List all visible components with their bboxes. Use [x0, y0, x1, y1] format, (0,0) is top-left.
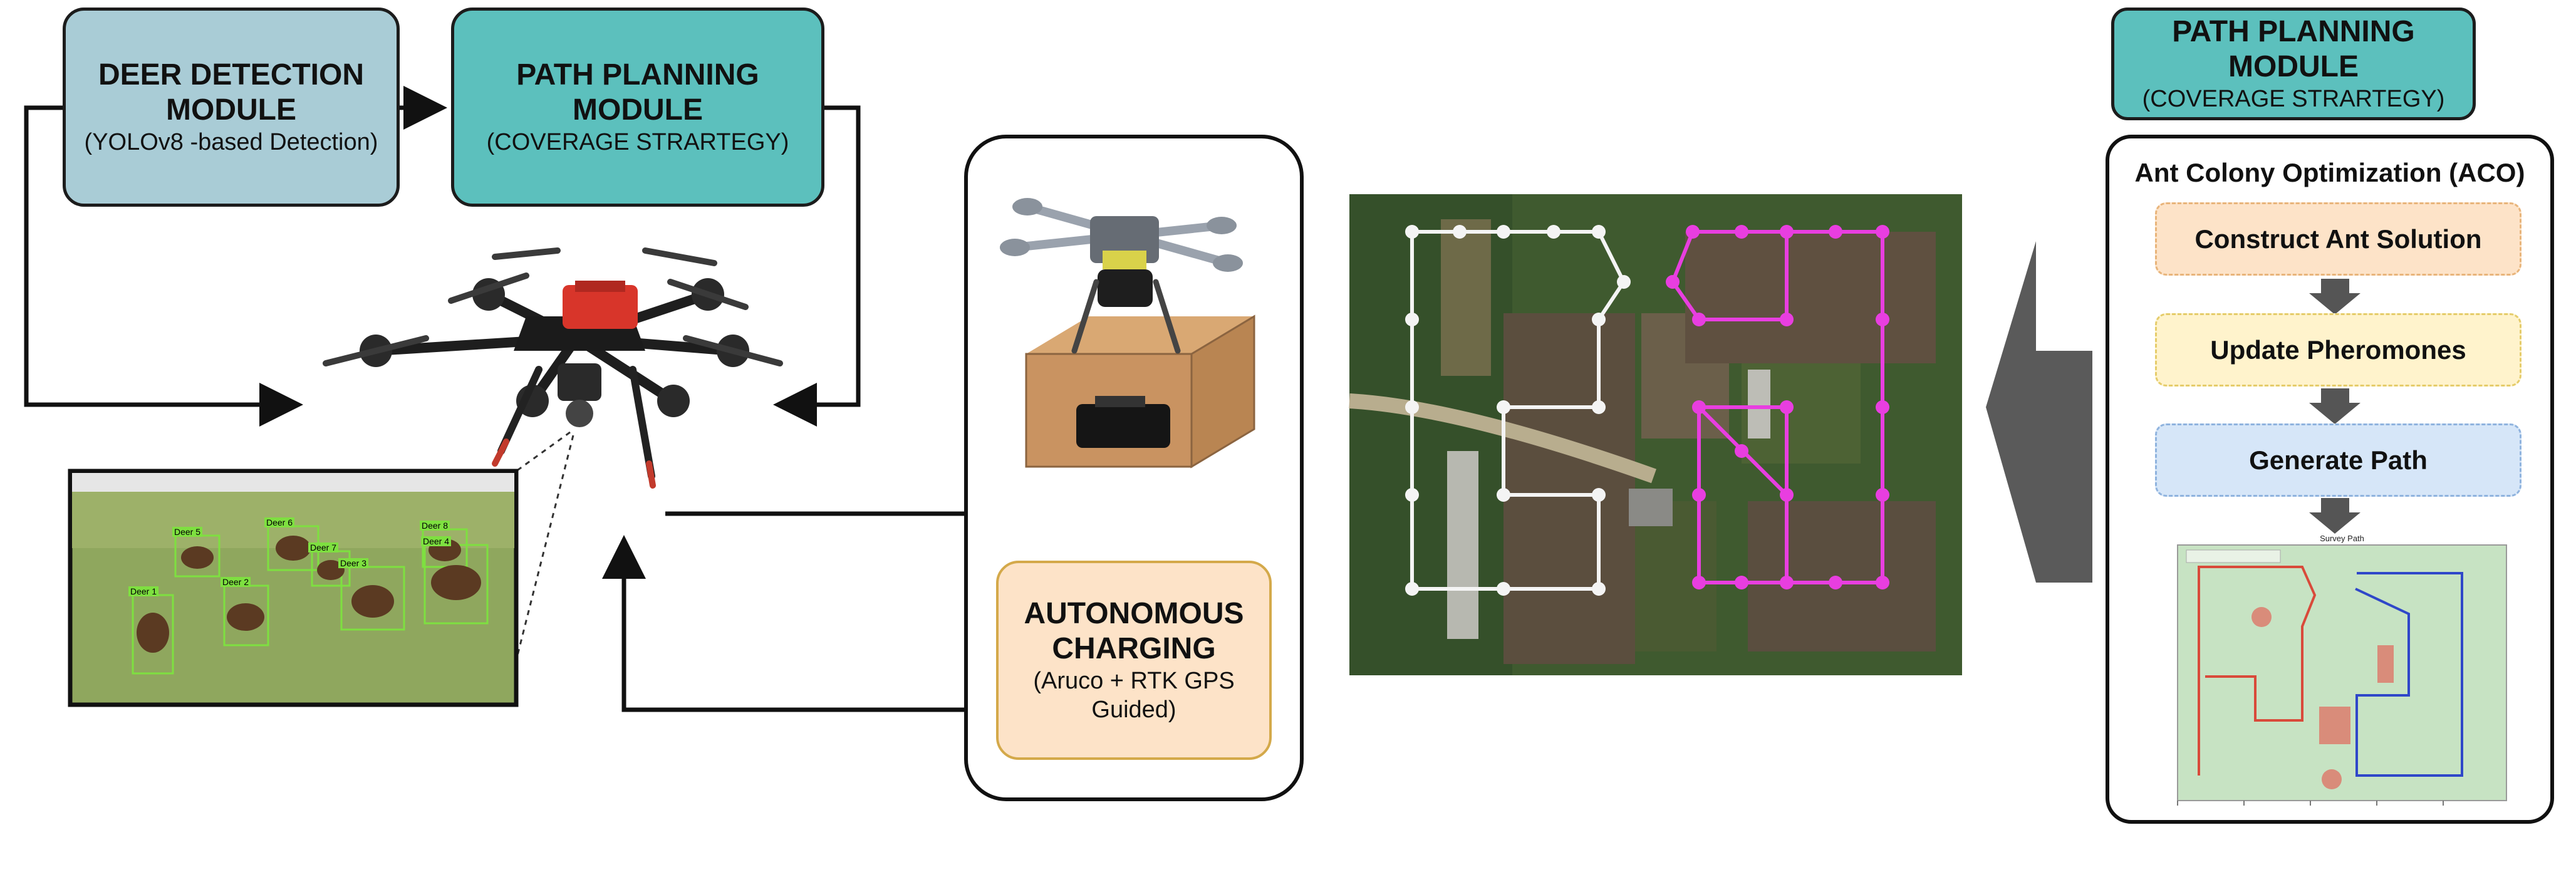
path-planning-subtitle: (COVERAGE STRARTEGY) [486, 129, 789, 155]
white-route-waypoints [1405, 225, 1631, 596]
deer-detection-title: DEER DETECTION MODULE [98, 58, 365, 127]
small-drone-icon [1000, 198, 1243, 354]
aco-title: Ant Colony Optimization (ACO) [2134, 158, 2525, 187]
detection-label: Deer 5 [172, 527, 203, 537]
aco-step-update: Update Pheromones [2155, 313, 2521, 387]
hexacopter-drone-icon [323, 247, 783, 489]
detection-label: Deer 2 [221, 577, 251, 587]
magenta-route-waypoints [1666, 225, 1889, 589]
deer-detection-module-box: DEER DETECTION MODULE (YOLOv8 -based Det… [63, 8, 400, 207]
aco-step-arrows [2309, 279, 2360, 534]
charging-subtitle: (Aruco + RTK GPS Guided) [1033, 668, 1235, 723]
path-planning-module-box: PATH PLANNING MODULE (COVERAGE STRARTEGY… [451, 8, 824, 207]
detection-label: Deer 8 [420, 521, 450, 531]
survey-path-plot [2177, 544, 2507, 806]
path-planning-title: PATH PLANNING MODULE [516, 58, 759, 127]
autonomous-charging-box: AUTONOMOUS CHARGING (Aruco + RTK GPS Gui… [996, 561, 1272, 760]
detection-label: Deer 1 [128, 586, 159, 596]
arrow-path-to-drone [773, 105, 861, 427]
charging-box-icon [1025, 314, 1255, 469]
arrow-charging-to-drone [602, 535, 996, 712]
deer-silhouettes [137, 536, 481, 653]
path-planning-right-title: PATH PLANNING MODULE [2172, 15, 2415, 83]
detection-label: Deer 3 [338, 558, 369, 568]
arrow-detection-to-drone [24, 105, 303, 427]
aerial-map-image [1349, 194, 1962, 675]
deer-detection-subtitle: (YOLOv8 -based Detection) [84, 129, 378, 155]
charging-title: AUTONOMOUS CHARGING [1024, 597, 1244, 665]
detection-label: Deer 7 [308, 542, 339, 553]
path-planning-module-box-right: PATH PLANNING MODULE (COVERAGE STRARTEGY… [2111, 8, 2476, 120]
path-planning-right-subtitle: (COVERAGE STRARTEGY) [2142, 86, 2445, 112]
detection-label: Deer 4 [421, 536, 452, 546]
detection-label: Deer 6 [264, 517, 295, 527]
big-left-arrow-icon [1986, 241, 2092, 583]
survey-path-plot-title: Survey Path [2320, 534, 2364, 543]
aco-step-generate: Generate Path [2155, 423, 2521, 497]
aco-step-construct: Construct Ant Solution [2155, 202, 2521, 276]
camera-projection-lines [513, 431, 574, 658]
